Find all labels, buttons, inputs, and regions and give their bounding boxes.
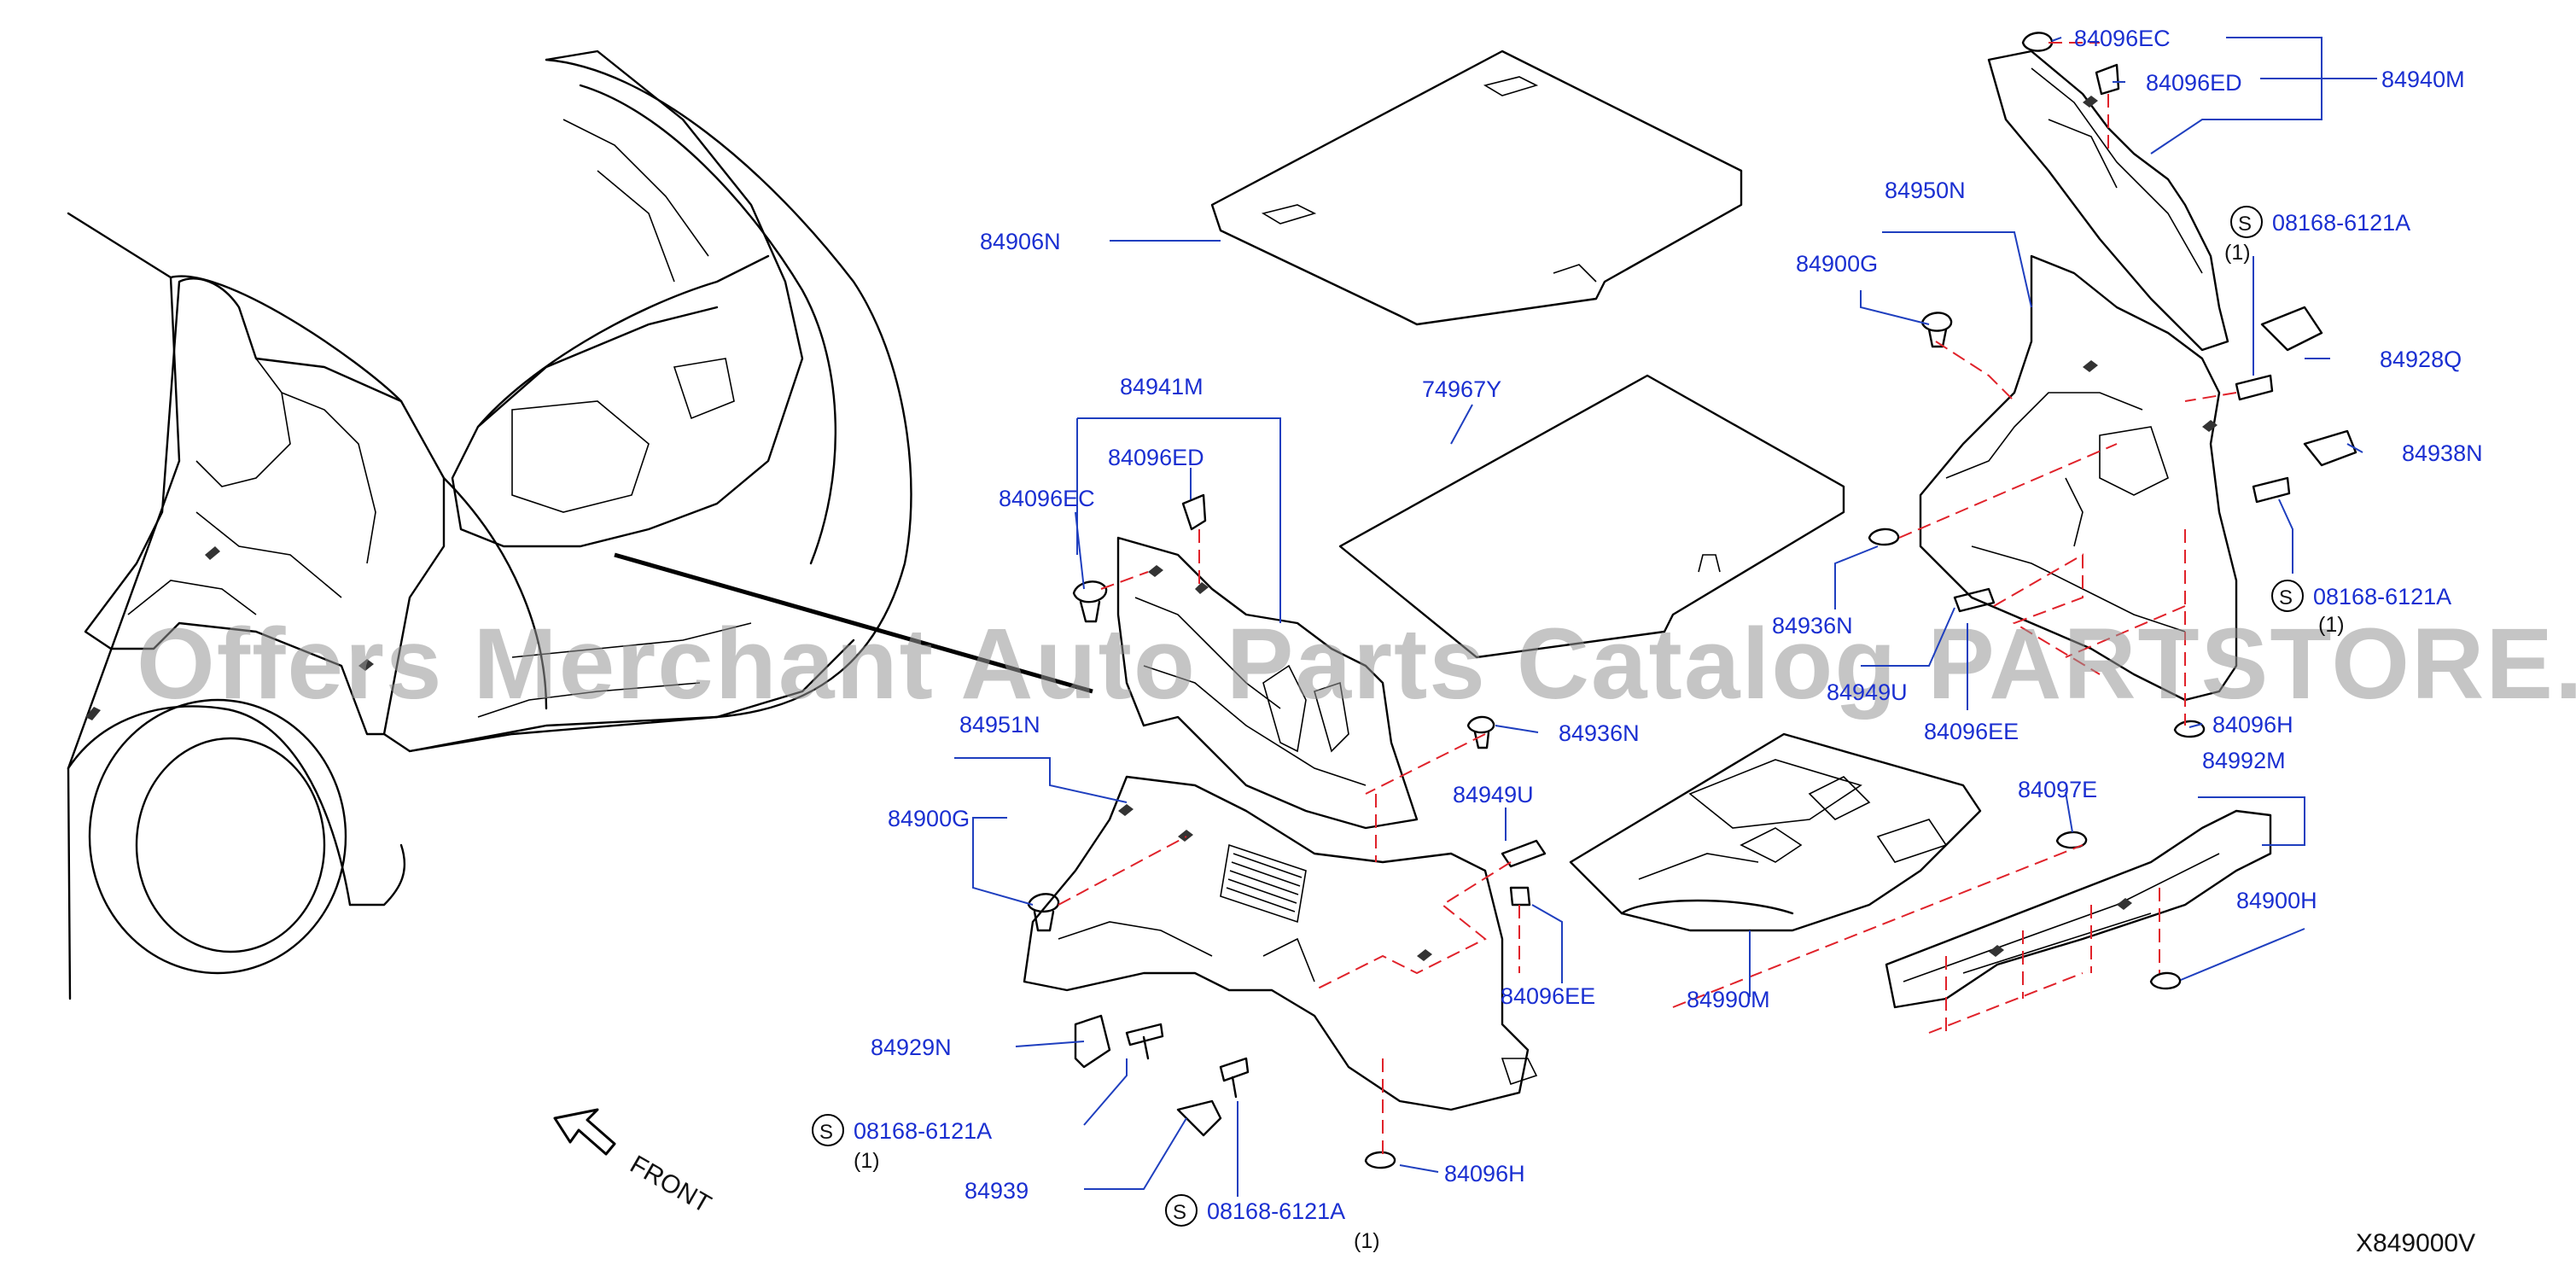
part-84906N-tonneau-board xyxy=(1210,50,1743,326)
bolt-a-icon xyxy=(1125,1023,1164,1060)
label-84900H[interactable]: 84900H xyxy=(2236,888,2317,913)
bracket-84939-icon xyxy=(1176,1099,1222,1137)
svg-text:S: S xyxy=(2279,586,2293,609)
front-arrow: FRONT xyxy=(553,1108,716,1219)
qty-d: (1) xyxy=(2318,613,2345,637)
clip-84096EE-icon xyxy=(1509,886,1531,907)
screw-symbols: S S S S xyxy=(812,206,2304,1227)
qty-b: (1) xyxy=(1354,1229,1380,1253)
part-84992M-luggage-finisher xyxy=(1885,809,2272,1009)
label-74967Y[interactable]: 74967Y xyxy=(1422,376,1501,402)
label-84096EC-b[interactable]: 84096EC xyxy=(2074,26,2171,51)
part-84940M-upper-trim-rh xyxy=(1987,50,2229,352)
qty-c: (1) xyxy=(2224,241,2251,265)
bracket-84938N-icon xyxy=(2303,429,2357,467)
screw-symbol-icon: S xyxy=(2230,206,2263,238)
part-84951N-lower-trim-lh xyxy=(1023,775,1538,1111)
svg-text:S: S xyxy=(1173,1201,1186,1224)
label-84949U-a[interactable]: 84949U xyxy=(1453,782,1534,807)
label-84900G-b[interactable]: 84900G xyxy=(1796,251,1878,277)
vehicle-rear-view xyxy=(67,50,1093,1000)
clip-84096EC-icon xyxy=(1072,580,1108,623)
label-84096EE-b[interactable]: 84096EE xyxy=(1924,719,2019,744)
label-08168-6121A-c[interactable]: 08168-6121A xyxy=(2272,210,2410,236)
bracket-84928Q-icon xyxy=(2260,306,2323,352)
front-label: FRONT xyxy=(626,1150,716,1218)
qty-a: (1) xyxy=(854,1149,880,1173)
clip-84949U-icon xyxy=(1501,839,1547,868)
label-84096EC-a[interactable]: 84096EC xyxy=(999,486,1095,511)
label-84096ED-a[interactable]: 84096ED xyxy=(1108,445,1204,470)
label-84097E[interactable]: 84097E xyxy=(2018,777,2097,802)
label-08168-6121A-b[interactable]: 08168-6121A xyxy=(1207,1198,1345,1224)
part-84990M-floor-box xyxy=(1569,732,1982,932)
label-84951N[interactable]: 84951N xyxy=(959,712,1040,738)
label-84950N[interactable]: 84950N xyxy=(1885,178,1966,203)
label-08168-6121A-d[interactable]: 08168-6121A xyxy=(2313,584,2451,609)
label-84096EE-a[interactable]: 84096EE xyxy=(1501,983,1595,1009)
label-84949U-b[interactable]: 84949U xyxy=(1827,679,1908,705)
clip-84936N-icon xyxy=(1466,715,1495,749)
label-84929N[interactable]: 84929N xyxy=(871,1035,952,1060)
part-74967Y-floor-carpet xyxy=(1338,374,1845,659)
label-84936N-b[interactable]: 84936N xyxy=(1772,613,1853,638)
svg-text:S: S xyxy=(2238,213,2252,236)
clip-84096ED-icon xyxy=(1181,493,1207,531)
label-84096H-a[interactable]: 84096H xyxy=(1444,1161,1525,1186)
right-clip-paths xyxy=(1898,42,2237,726)
screw-symbol-icon: S xyxy=(812,1114,844,1146)
label-84928Q[interactable]: 84928Q xyxy=(2380,347,2462,372)
clip-84096EC-b-icon xyxy=(2021,32,2054,52)
part-labels: 84906N 74967Y 84941M 84096ED 84096EC 849… xyxy=(854,26,2483,1253)
clip-84096H-b-icon xyxy=(2173,720,2206,738)
label-84096H-b[interactable]: 84096H xyxy=(2212,712,2293,738)
left-clip-paths xyxy=(1058,529,1520,1157)
label-08168-6121A-a[interactable]: 08168-6121A xyxy=(854,1118,992,1144)
left-hardware xyxy=(1027,493,1547,1169)
front-arrow-icon xyxy=(553,1108,616,1156)
label-84906N[interactable]: 84906N xyxy=(980,229,1061,254)
bracket-84929N-icon xyxy=(1074,1014,1111,1069)
label-84992M[interactable]: 84992M xyxy=(2202,748,2286,773)
finisher-clip-paths xyxy=(1672,844,2160,1034)
part-84950N-lower-trim-rh xyxy=(1919,254,2238,702)
clip-84097E-icon xyxy=(2055,831,2088,849)
speaker-grille xyxy=(1220,843,1307,924)
label-84900G-a[interactable]: 84900G xyxy=(888,806,970,831)
svg-text:S: S xyxy=(819,1121,833,1144)
label-84940M[interactable]: 84940M xyxy=(2381,67,2465,92)
clip-84900H-icon xyxy=(2149,971,2182,990)
diagram-code: X849000V xyxy=(2356,1229,2475,1257)
clip-84949U-b-icon xyxy=(1953,587,1996,613)
clip-84096H-icon xyxy=(1364,1151,1396,1169)
leader-lines xyxy=(954,37,2377,1197)
clip-84936N-b-icon xyxy=(1868,528,1900,546)
bolt-c-icon xyxy=(2235,374,2274,401)
label-84939[interactable]: 84939 xyxy=(965,1178,1029,1204)
label-84096ED-b[interactable]: 84096ED xyxy=(2146,70,2242,96)
bolt-b-icon xyxy=(1219,1057,1250,1099)
label-84936N[interactable]: 84936N xyxy=(1559,720,1640,746)
clip-84900G-b-icon xyxy=(1920,312,1953,348)
label-84941M[interactable]: 84941M xyxy=(1120,374,1203,399)
label-84990M[interactable]: 84990M xyxy=(1687,987,1770,1012)
clip-84900G-icon xyxy=(1027,893,1060,932)
screw-symbol-icon: S xyxy=(2271,580,2304,612)
part-84941M-upper-trim-lh xyxy=(1116,536,1419,830)
clip-84096ED-b-icon xyxy=(2095,63,2120,96)
bolt-d-icon xyxy=(2252,476,2291,504)
label-84938N[interactable]: 84938N xyxy=(2402,440,2483,466)
watermark-text: Offers Merchant Auto Parts Catalog PARTS… xyxy=(137,608,2576,720)
screw-symbol-icon: S xyxy=(1165,1194,1198,1227)
